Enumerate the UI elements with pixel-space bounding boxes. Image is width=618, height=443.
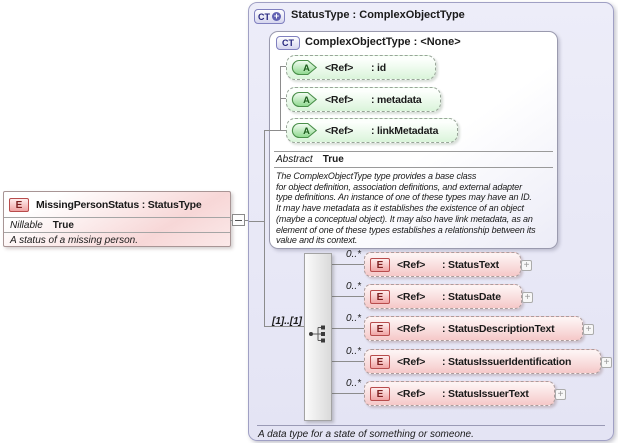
element-annotation: A status of a missing person. [10,235,139,246]
property-name: Nillable [10,219,43,231]
property-name: Abstract [276,154,313,165]
connector-attribute-stub [280,66,286,67]
connector-element-stub [332,361,364,362]
sequence-compositor[interactable] [304,253,332,421]
connector-element-stub [332,328,364,329]
expand-button[interactable]: + [583,324,594,335]
attribute-name: : linkMetadata [371,124,439,137]
element-icon: E [9,197,29,212]
attribute-ref: <Ref> [325,93,354,106]
element-node-title: MissingPersonStatus : StatusType [36,198,202,211]
connector-attributes-line [264,130,286,131]
element-icon: E [370,321,390,336]
cardinality-label: [1]..[1] [272,316,302,327]
element-name: : StatusDate [442,290,501,303]
element-ref: <Ref> [397,258,426,271]
occurs-label: 0..* [346,378,362,389]
attribute-ref: <Ref> [325,124,354,137]
separator [274,167,553,168]
type-panel-title: StatusType : ComplexObjectType [291,9,465,21]
element-icon: E [370,354,390,369]
ct-badge-label: CT [258,11,270,22]
connector-sequence-line [264,326,305,327]
connector-element-stub [332,264,364,265]
expand-button[interactable]: + [522,292,533,303]
element-ref: <Ref> [397,290,426,303]
element-name: : StatusIssuerText [442,387,529,400]
plus-circle-icon: + [272,11,281,21]
element-ref: <Ref> [397,355,426,368]
type-annotation: A data type for a state of something or … [258,429,474,440]
attribute-icon: A [291,91,318,108]
element-ref: <Ref> [397,387,426,400]
base-type-node-complexobjecttype[interactable]: CT ComplexObjectType : <None> A <Ref> : … [269,31,558,249]
svg-text:A: A [303,126,310,136]
complextype-icon: CT [276,36,300,50]
element-ref: <Ref> [397,322,426,335]
base-type-annotation: The ComplexObjectType type provides a ba… [276,171,536,246]
connector-root-line [249,221,264,222]
separator [274,151,553,152]
svg-text:A: A [303,63,310,73]
nillable-property-row: Nillable True [4,218,230,233]
attribute-node-id[interactable]: A <Ref> : id [286,55,436,80]
connector-attribute-stub [280,98,286,99]
element-node-statusdate[interactable]: E <Ref> : StatusDate + [364,284,533,309]
expand-button[interactable]: + [521,260,532,271]
expand-button[interactable]: + [601,357,612,368]
attribute-node-linkmetadata[interactable]: A <Ref> : linkMetadata [286,118,458,143]
property-value: True [52,219,74,231]
occurs-label: 0..* [346,313,362,324]
element-icon: E [370,289,390,304]
svg-text:A: A [303,95,310,105]
minus-icon [235,220,242,221]
connector-trunk-line [264,130,265,327]
connector-element-stub [332,296,364,297]
element-name: : StatusText [442,258,499,271]
occurs-label: 0..* [346,281,362,292]
occurs-label: 0..* [346,249,362,260]
abstract-property-row: Abstract True [276,154,344,165]
property-value: True [322,154,344,165]
separator [257,425,605,426]
element-icon: E [370,257,390,272]
attribute-icon: A [291,59,318,76]
attribute-name: : metadata [371,93,422,106]
element-node-statustext[interactable]: E <Ref> : StatusText + [364,252,532,277]
type-panel-statustype: CT + StatusType : ComplexObjectType CT C… [248,2,614,441]
base-type-title: ComplexObjectType : <None> [305,36,461,48]
element-node-statusissuertext[interactable]: E <Ref> : StatusIssuerText + [364,381,566,406]
element-name: : StatusDescriptionText [442,322,555,335]
element-node-header: E MissingPersonStatus : StatusType [4,192,230,218]
sequence-icon [309,325,325,343]
attribute-name: : id [371,61,386,74]
element-node-missingpersonstatus[interactable]: E MissingPersonStatus : StatusType Nilla… [3,191,231,247]
collapse-button[interactable] [232,214,245,226]
attribute-icon: A [291,122,318,139]
element-node-statusdescriptiontext[interactable]: E <Ref> : StatusDescriptionText + [364,316,594,341]
element-name: : StatusIssuerIdentification [442,355,572,368]
element-icon: E [370,386,390,401]
expand-button[interactable]: + [555,389,566,400]
attribute-node-metadata[interactable]: A <Ref> : metadata [286,87,441,112]
attribute-ref: <Ref> [325,61,354,74]
complextype-plus-icon: CT + [254,9,285,24]
occurs-label: 0..* [346,346,362,357]
connector-element-stub [332,393,364,394]
element-node-statusissueridentification[interactable]: E <Ref> : StatusIssuerIdentification + [364,349,612,374]
